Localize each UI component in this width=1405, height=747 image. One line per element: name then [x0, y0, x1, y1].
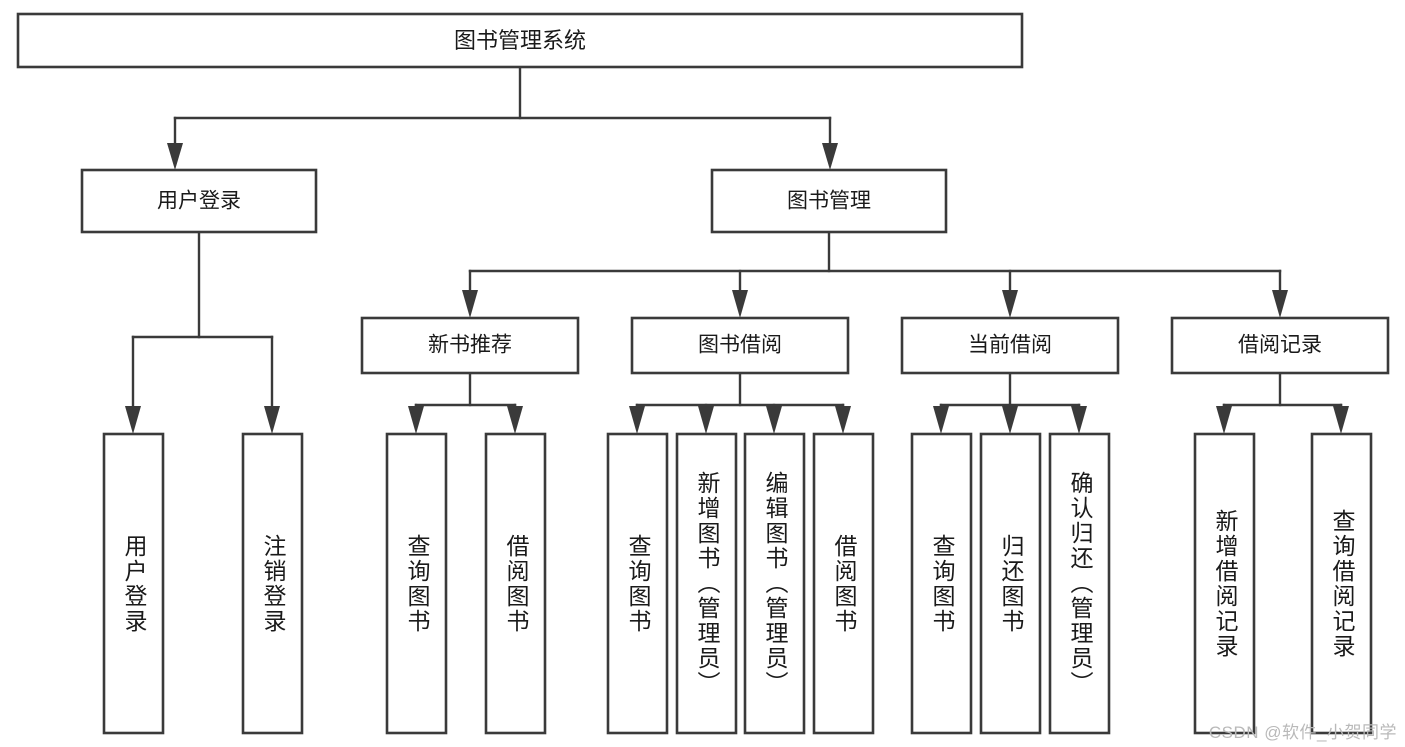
node-borrow-record-label: 借阅记录 — [1238, 334, 1322, 357]
csdn-watermark: CSDN @软件_小贺同学 — [1208, 723, 1397, 742]
node-leaf-add-book-box[interactable] — [675, 432, 738, 735]
node-book-borrow-label: 图书借阅 — [698, 334, 782, 357]
node-root-box[interactable] — [16, 12, 1024, 69]
arrowhead-leaf-query-book-3 — [933, 406, 949, 434]
arrowhead-leaf-query-record — [1333, 406, 1349, 434]
node-user-login-label: 用户登录 — [157, 190, 241, 213]
node-leaf-confirm-return-box[interactable] — [1048, 432, 1111, 735]
node-leaf-query-book-1-box[interactable] — [385, 432, 448, 735]
arrowhead-book-manage — [822, 143, 838, 170]
node-new-book-recommend-label: 新书推荐 — [428, 334, 512, 357]
arrowhead-leaf-confirm-return — [1071, 406, 1087, 434]
arrowhead-leaf-user-login — [125, 406, 141, 434]
node-user-login-box[interactable] — [80, 168, 318, 234]
node-leaf-logout-login-box[interactable] — [241, 432, 304, 735]
node-current-borrow-box[interactable] — [900, 316, 1120, 375]
node-leaf-add-record-box[interactable] — [1193, 432, 1256, 735]
node-book-borrow-box[interactable] — [630, 316, 850, 375]
arrowhead-new-book-recommend — [462, 290, 478, 318]
arrowhead-leaf-logout-login — [264, 406, 280, 434]
arrowhead-leaf-add-book — [698, 406, 714, 434]
arrowhead-current-borrow — [1002, 290, 1018, 318]
node-leaf-query-book-3-box[interactable] — [910, 432, 973, 735]
arrowhead-user-login — [167, 143, 183, 170]
arrowhead-borrow-record — [1272, 290, 1288, 318]
arrowhead-leaf-query-book-2 — [629, 406, 645, 434]
node-book-manage-box[interactable] — [710, 168, 948, 234]
node-book-manage-label: 图书管理 — [787, 190, 871, 213]
arrowhead-book-borrow — [732, 290, 748, 318]
node-leaf-query-record-box[interactable] — [1310, 432, 1373, 735]
node-leaf-user-login-box[interactable] — [102, 432, 165, 735]
node-borrow-record-box[interactable] — [1170, 316, 1390, 375]
arrowhead-leaf-return-book — [1002, 406, 1018, 434]
node-leaf-return-book-box[interactable] — [979, 432, 1042, 735]
node-leaf-edit-book-box[interactable] — [743, 432, 806, 735]
arrowhead-leaf-add-record — [1216, 406, 1232, 434]
node-current-borrow-label: 当前借阅 — [968, 334, 1052, 357]
arrowhead-leaf-query-book-1 — [408, 406, 424, 434]
node-leaf-borrow-book-2-box[interactable] — [812, 432, 875, 735]
arrowhead-leaf-edit-book — [766, 406, 782, 434]
arrowhead-leaf-borrow-book-2 — [835, 406, 851, 434]
arrowhead-leaf-borrow-book-1 — [507, 406, 523, 434]
node-new-book-recommend-box[interactable] — [360, 316, 580, 375]
node-leaf-query-book-2-box[interactable] — [606, 432, 669, 735]
node-leaf-borrow-book-1-box[interactable] — [484, 432, 547, 735]
node-root-label: 图书管理系统 — [454, 28, 586, 53]
